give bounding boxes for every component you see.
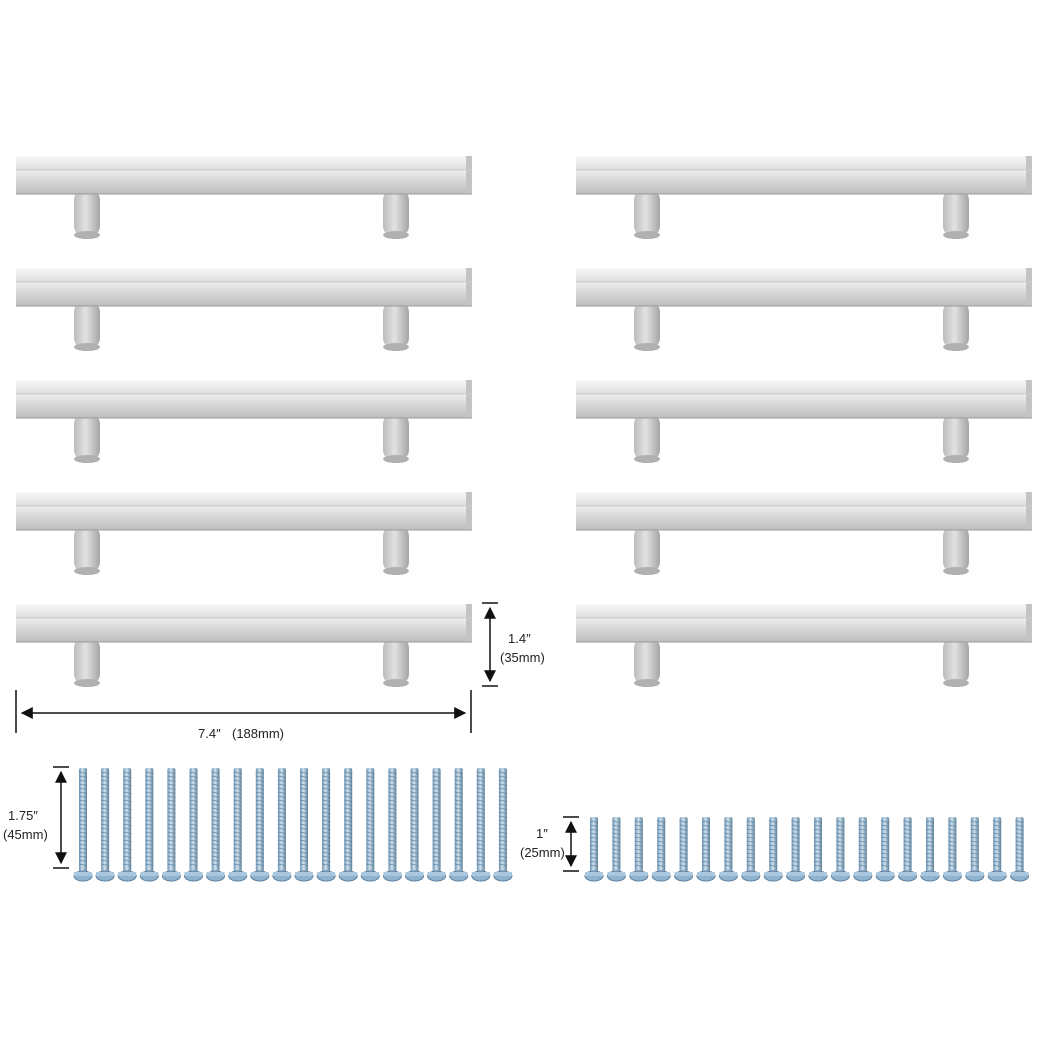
screw [942, 817, 962, 882]
screw [674, 817, 694, 882]
cabinet-handle [16, 604, 472, 687]
screw [117, 768, 137, 882]
long-screw-group [73, 768, 513, 882]
screw [696, 817, 716, 882]
height-dimension: 1.4″ (35mm) [482, 602, 545, 687]
screw [139, 768, 159, 882]
screw [584, 817, 604, 882]
short-screw-imperial-label: 1″ [536, 826, 548, 841]
cabinet-handle [576, 156, 1032, 239]
length-dimension: 7.4″ (188mm) [15, 690, 472, 741]
screw [184, 768, 203, 882]
screw [316, 768, 336, 882]
screw [987, 817, 1007, 882]
long-screw-metric-label: (45mm) [3, 827, 48, 842]
screw [606, 817, 626, 882]
screw [741, 817, 761, 882]
screw [206, 768, 226, 882]
screw [272, 768, 292, 882]
screw [449, 768, 469, 882]
screw [360, 768, 380, 882]
screw [965, 817, 985, 882]
screw [73, 768, 93, 882]
screw [1010, 817, 1030, 882]
cabinet-handle [16, 268, 472, 351]
screw [382, 768, 402, 882]
length-metric-label: (188mm) [232, 726, 284, 741]
cabinet-handle [576, 268, 1032, 351]
long-screw-dimension: 1.75″ (45mm) [3, 766, 69, 869]
cabinet-handle [16, 156, 472, 239]
screw [95, 768, 115, 882]
screw [718, 817, 738, 882]
screw [228, 768, 248, 882]
screw [898, 817, 918, 882]
cabinet-handle [576, 604, 1032, 687]
screw [338, 768, 358, 882]
screw [294, 768, 314, 882]
screw [786, 817, 806, 882]
screw [875, 817, 895, 882]
screw [250, 768, 270, 882]
cabinet-handle [16, 380, 472, 463]
screw [493, 768, 513, 882]
short-screw-dimension: 1″ (25mm) [520, 816, 579, 872]
height-metric-label: (35mm) [500, 650, 545, 665]
screw [405, 768, 424, 882]
screw [161, 768, 181, 882]
handle-group [16, 156, 1032, 687]
screw [830, 817, 850, 882]
screw [853, 817, 873, 882]
screw [651, 817, 671, 882]
screw [471, 768, 491, 882]
short-screw-group [584, 817, 1030, 882]
cabinet-handle [16, 492, 472, 575]
screw [629, 817, 649, 882]
cabinet-handle [576, 492, 1032, 575]
height-imperial-label: 1.4″ [508, 631, 531, 646]
cabinet-handle [576, 380, 1032, 463]
screw [920, 817, 940, 882]
length-imperial-label: 7.4″ [198, 726, 221, 741]
short-screw-metric-label: (25mm) [520, 845, 565, 860]
screw [808, 817, 828, 882]
screw [763, 817, 783, 882]
long-screw-imperial-label: 1.75″ [8, 808, 38, 823]
screw [427, 768, 447, 882]
